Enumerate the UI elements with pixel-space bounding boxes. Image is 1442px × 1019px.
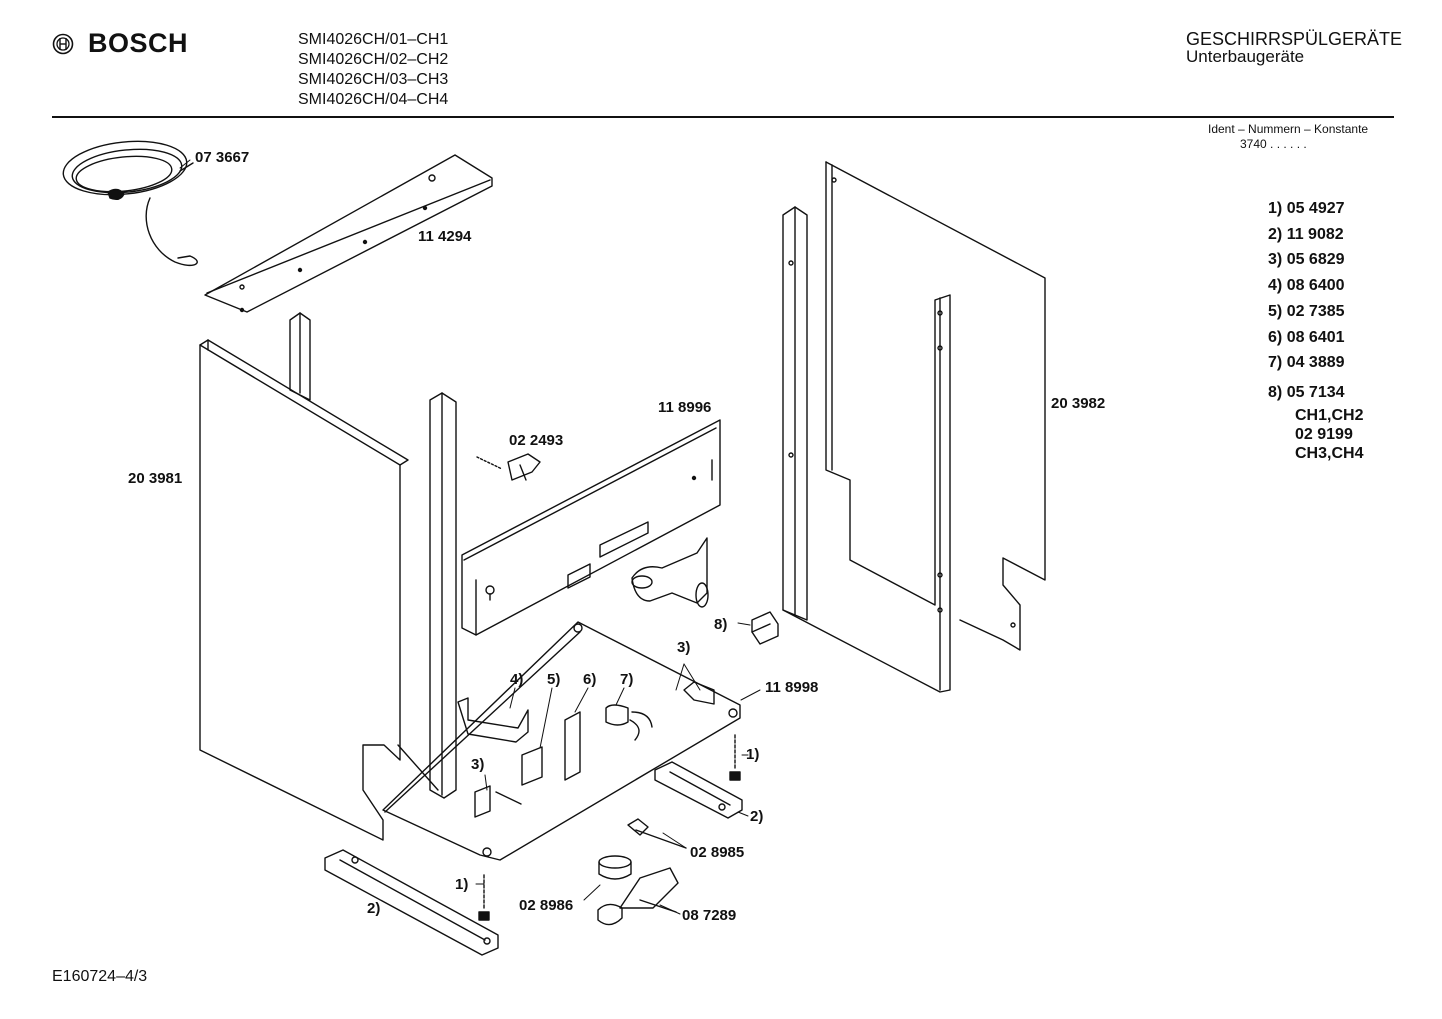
legend-item: 1) 05 4927: [1268, 200, 1345, 217]
fastening-clip: [477, 454, 540, 480]
parts-legend: 1) 05 4927 2) 11 9082 3) 05 6829 4) 08 6…: [1268, 196, 1363, 463]
legend-item: 7) 04 3889: [1268, 354, 1345, 372]
callout-number: 1): [746, 746, 760, 763]
model-number: SMI4026CH/02–CH2: [298, 51, 449, 68]
legend-item: 6) 08 6401: [1268, 328, 1345, 346]
callout-number: 2): [750, 808, 764, 825]
part-label: 20 3982: [1051, 395, 1106, 412]
adjustable-foot-rear: [655, 762, 742, 818]
callout-number: 2): [367, 900, 381, 917]
model-list: SMI4026CH/01–CH1 SMI4026CH/02–CH2 SMI402…: [298, 30, 448, 110]
part-label: 07 3667: [195, 149, 250, 166]
callout-number: 5): [547, 671, 561, 688]
bosch-armature-icon: [52, 33, 74, 54]
header-rule: [52, 116, 1394, 118]
left-side-panel: [200, 340, 408, 840]
drawing-code: E160724–4/3: [52, 968, 148, 985]
left-front-pillar: [398, 393, 456, 798]
part-label: 11 8996: [658, 399, 712, 416]
model-number: SMI4026CH/01–CH1: [298, 31, 449, 48]
legend-variant: CH3,CH4: [1295, 444, 1364, 462]
legend-item: 5) 02 7385: [1268, 302, 1345, 320]
top-plate: [205, 155, 492, 312]
duct-elbow: [632, 538, 708, 607]
callout-number: 4): [510, 671, 524, 688]
part-label: 20 3981: [128, 470, 183, 487]
adjustable-foot-front: [325, 850, 498, 955]
base-components: [458, 682, 714, 817]
ident-value: 3740 . . . . . .: [1240, 137, 1307, 151]
leveling-screws: [479, 735, 740, 920]
ident-block: Ident – Nummern – Konstante 3740 . . . .…: [1208, 122, 1368, 152]
float-parts: [598, 819, 686, 925]
legend-variant: 02 9199: [1295, 425, 1353, 443]
right-rear-profile: [783, 207, 807, 620]
base-plate: [383, 622, 740, 860]
category-block: GESCHIRRSPÜLGERÄTE Unterbaugeräte: [1186, 30, 1402, 66]
callout-number: 8): [714, 616, 728, 633]
callout-number: 1): [455, 876, 469, 893]
callout-number: 6): [583, 671, 597, 688]
callout-number: 7): [620, 671, 634, 688]
category-subtitle: Unterbaugeräte: [1186, 47, 1305, 66]
legend-item: 4) 08 6400: [1268, 277, 1345, 295]
callout-number: 3): [471, 756, 485, 773]
legend-item: 2) 11 9082: [1268, 225, 1344, 243]
legend-item: 8) 05 7134: [1268, 383, 1345, 401]
leader-lines: [180, 160, 760, 914]
part-label: 11 4294: [418, 228, 472, 245]
left-rear-profile: [290, 313, 310, 400]
brand-logo: BOSCH: [52, 28, 188, 59]
rear-panel: [462, 420, 720, 635]
legend-variant: CH1,CH2: [1295, 406, 1364, 424]
right-side-frame: [783, 162, 1045, 692]
part-label: 11 8998: [765, 679, 819, 696]
model-number: SMI4026CH/03–CH3: [298, 71, 449, 88]
part-label: 02 2493: [509, 432, 564, 449]
part-label: 08 7289: [682, 907, 737, 924]
legend-item: 3) 05 6829: [1268, 251, 1345, 269]
category-title: GESCHIRRSPÜLGERÄTE: [1186, 29, 1403, 49]
model-number: SMI4026CH/04–CH4: [298, 91, 449, 108]
callout-number: 3): [677, 639, 691, 656]
relay-component: [752, 612, 778, 644]
power-cord: [61, 136, 198, 266]
part-label: 02 8985: [690, 844, 745, 861]
ident-title: Ident – Nummern – Konstante: [1208, 122, 1369, 136]
brand-name: BOSCH: [88, 28, 189, 58]
part-label: 02 8986: [519, 897, 574, 914]
